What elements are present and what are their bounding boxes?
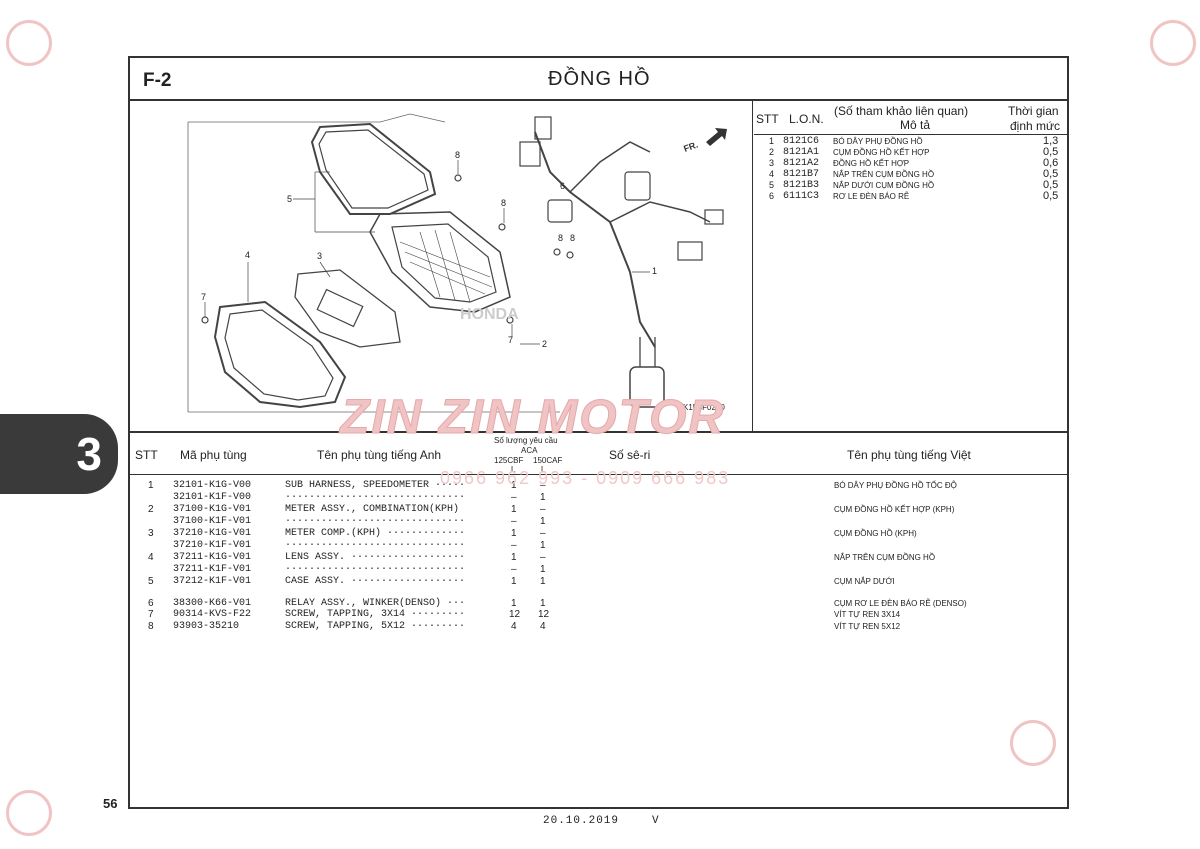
qty-group-header: ACA xyxy=(521,446,538,455)
table-header-divider xyxy=(130,474,1068,475)
callout-2: 2 xyxy=(542,339,547,349)
qty-125-sub: L xyxy=(511,465,516,474)
labor-stt-header: STT xyxy=(756,112,779,126)
watermark-logo xyxy=(1150,20,1196,66)
labor-ref-header: (Số tham khảo liên quan) xyxy=(834,104,969,118)
labor-time-header: Thời gian xyxy=(1008,104,1059,118)
qty-125-header: 125CBF xyxy=(494,456,524,465)
callout-7: 7 xyxy=(201,292,206,302)
qty-150-header: 150CAF xyxy=(533,456,563,465)
watermark-logo xyxy=(6,790,52,836)
qty-title-header: Số lượng yêu cầu xyxy=(494,436,558,445)
watermark-brand: ZIN ZIN MOTOR xyxy=(339,391,726,445)
callout-7: 7 xyxy=(508,335,513,345)
callout-8: 8 xyxy=(455,150,460,160)
table-top-divider xyxy=(130,431,1068,433)
labor-desc-header: Mô tả xyxy=(900,118,931,132)
watermark-logo xyxy=(6,20,52,66)
labor-time-header-2: định mức xyxy=(1010,119,1061,133)
labor-lon-header: L.O.N. xyxy=(789,112,824,126)
watermark-logo xyxy=(1010,720,1056,766)
parts-stt-header: STT xyxy=(135,448,158,462)
callout-6: 6 xyxy=(560,181,565,191)
callout-4: 4 xyxy=(245,250,250,260)
front-direction-arrow xyxy=(706,128,727,146)
page-frame xyxy=(128,56,1069,809)
watermark-phone: 0966 962 993 - 0909 666 983 xyxy=(440,468,731,488)
callout-5: 5 xyxy=(287,194,292,204)
exploded-parts-diagram: FR. HONDA 8 5 8 6 8 8 3 4 1 7 7 2 xyxy=(187,113,727,413)
parts-name-vn-header: Tên phụ tùng tiếng Việt xyxy=(847,448,971,462)
parts-name-en-header: Tên phụ tùng tiếng Anh xyxy=(317,448,442,462)
page-number: 56 xyxy=(103,796,118,811)
parts-number-header: Mã phụ tùng xyxy=(180,448,247,462)
callout-8: 8 xyxy=(570,233,575,243)
qty-150-sub: L xyxy=(541,465,546,474)
header-divider xyxy=(130,99,1068,101)
page-title: ĐỒNG HỒ xyxy=(548,68,651,90)
chapter-tab[interactable]: 3 xyxy=(0,414,118,494)
footer-date: 20.10.2019 xyxy=(543,815,620,827)
brand-text: HONDA xyxy=(460,306,519,323)
diagram-divider xyxy=(752,101,753,431)
callout-1: 1 xyxy=(652,266,657,276)
footer-version: V xyxy=(652,815,659,827)
section-code: F-2 xyxy=(143,70,172,91)
callout-8: 8 xyxy=(501,198,506,208)
labor-header-rule xyxy=(754,134,1067,135)
fr-label: FR. xyxy=(682,140,699,154)
callout-8: 8 xyxy=(558,233,563,243)
diagram-code: K1F8F0200 xyxy=(683,403,725,412)
serial-header: Số sê-ri xyxy=(609,448,651,462)
callout-3: 3 xyxy=(317,251,322,261)
